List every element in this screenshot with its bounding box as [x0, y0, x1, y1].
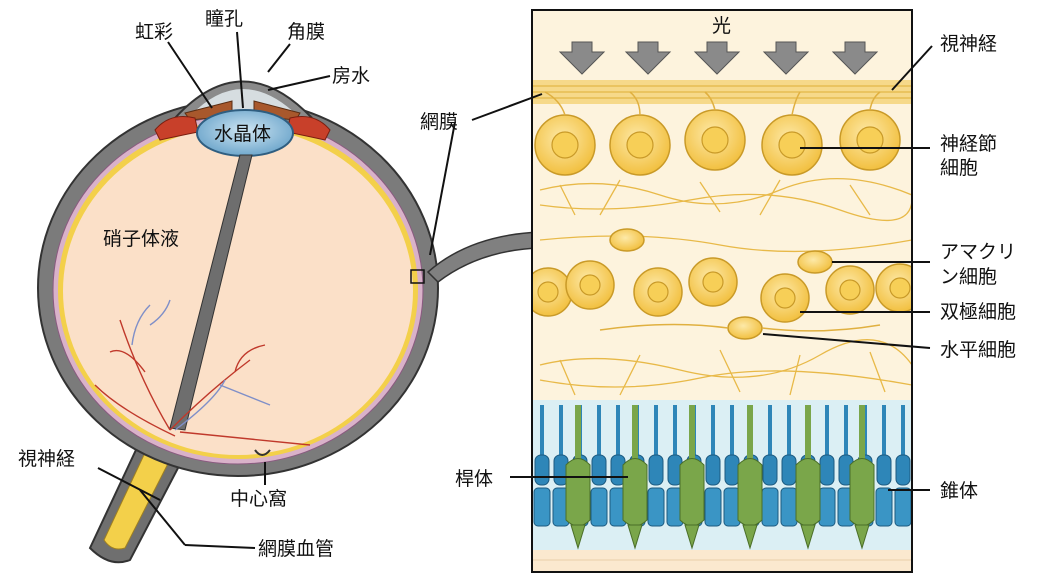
cones	[565, 405, 875, 550]
rod-cell	[875, 405, 893, 527]
dendrite-layer-1	[539, 178, 912, 396]
cone-cell	[679, 405, 705, 550]
label-ganglion-1: 神経節	[940, 133, 997, 155]
eyeball	[37, 80, 439, 564]
retina-panel	[532, 10, 912, 572]
retina-detail-marker	[410, 269, 425, 284]
cone-cell	[737, 405, 763, 550]
horizontal-cell	[727, 316, 763, 340]
pigment-epithelium	[532, 550, 912, 572]
panel-leader-lines	[471, 45, 933, 491]
cone-cell	[565, 405, 591, 550]
light-arrows	[558, 41, 879, 75]
amacrine-cell-2	[797, 250, 833, 274]
label-iris: 虹彩	[135, 21, 173, 43]
eye-leader-lines	[97, 31, 456, 549]
cone-cell	[849, 405, 875, 550]
label-ganglion-2: 細胞	[940, 157, 978, 179]
label-amacrine-1: アマクリ	[940, 241, 1016, 263]
retina-panel-border	[531, 9, 913, 573]
label-fovea: 中心窩	[230, 488, 287, 510]
rod-cell	[647, 405, 665, 527]
label-vitreous: 硝子体液	[103, 228, 179, 250]
label-rod: 桿体	[455, 468, 493, 490]
label-horizontal: 水平細胞	[940, 339, 1016, 361]
label-cone: 錐体	[940, 480, 978, 502]
label-cornea: 角膜	[287, 21, 325, 43]
label-aqueous: 房水	[332, 65, 370, 87]
label-light: 光	[712, 15, 731, 37]
rod-cell	[704, 405, 722, 527]
bipolar-nuclei	[537, 271, 911, 309]
label-lens: 水晶体	[214, 123, 271, 145]
label-bipolar: 双極細胞	[940, 301, 1016, 323]
retinal-vessels	[94, 299, 311, 446]
ganglion-nuclei	[551, 126, 884, 159]
vitreous-body	[63, 127, 413, 455]
label-optic-nerve-detail: 視神経	[940, 33, 997, 55]
rod-cell	[780, 405, 798, 527]
rod-cell	[761, 405, 779, 527]
fovea-notch	[254, 449, 271, 456]
cone-cell	[622, 405, 648, 550]
label-optic-nerve: 視神経	[18, 448, 75, 470]
amacrine-cell	[609, 228, 645, 252]
cone-cell	[795, 405, 821, 550]
label-retina: 網膜	[420, 111, 458, 133]
rod-cell	[818, 405, 836, 527]
label-retinal-vessels: 網膜血管	[258, 538, 334, 560]
visual-axis	[169, 154, 253, 431]
rod-cell	[723, 405, 741, 527]
label-pupil: 瞳孔	[205, 8, 243, 30]
rod-cell	[666, 405, 684, 527]
label-amacrine-2: ン細胞	[940, 266, 997, 288]
